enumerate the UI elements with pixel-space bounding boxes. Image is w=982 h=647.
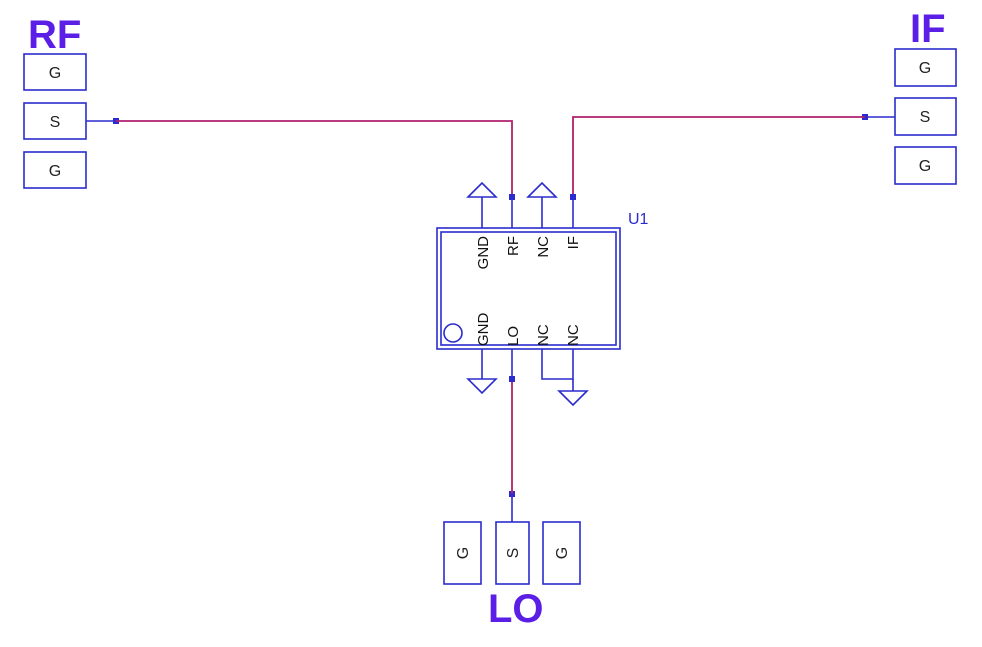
nc-down-triangle-symbol	[557, 390, 589, 407]
if-pad-ground-top[interactable]	[894, 48, 957, 87]
gnd-up-triangle-symbol	[466, 181, 498, 198]
pin-label-top-nc: NC	[535, 236, 552, 258]
lo-pad-ground-right[interactable]	[542, 521, 581, 585]
if-pad-signal-label: S	[920, 109, 931, 126]
lo-pin-node	[509, 376, 515, 382]
rf-pad-signal-label: S	[50, 114, 61, 131]
component-ref-label: U1	[628, 211, 649, 228]
mixer-component-u1[interactable]: U1 GND RF NC IF GND LO NC NC	[436, 181, 649, 407]
pin-label-bottom-lo: LO	[505, 326, 522, 346]
rf-port-title: RF	[28, 13, 81, 57]
rf-port: RF G S G	[23, 13, 119, 189]
pin-label-top-rf: RF	[505, 236, 522, 256]
pin-label-bottom-gnd: GND	[475, 313, 492, 347]
if-net-wire[interactable]	[572, 116, 865, 197]
lo-pad-signal-label: S	[505, 548, 522, 559]
lo-port-title: LO	[488, 587, 544, 631]
rf-net-wire[interactable]	[116, 120, 513, 197]
pin-label-top-if: IF	[565, 236, 582, 249]
rf-pad-ground-top[interactable]	[23, 53, 87, 91]
rf-pad-ground-bottom-label: G	[49, 163, 61, 180]
if-port: IF G S G	[862, 7, 957, 185]
lo-pad-ground-right-label: G	[554, 547, 571, 559]
gnd-down-triangle-symbol	[466, 378, 498, 395]
rf-pad-ground-top-label: G	[49, 65, 61, 82]
if-port-title: IF	[910, 7, 946, 51]
if-pad-ground-bottom[interactable]	[894, 146, 957, 185]
component-body-inner	[440, 231, 617, 346]
pin-label-bottom-nc-1: NC	[535, 324, 552, 346]
lo-port: G S G LO	[443, 491, 581, 631]
lo-pad-ground-left[interactable]	[443, 521, 482, 585]
pin-label-bottom-nc-2: NC	[565, 324, 582, 346]
nc-up-triangle-symbol	[526, 181, 558, 198]
nc-bottom-tie	[541, 349, 574, 380]
rf-pin-node	[509, 194, 515, 200]
if-pin-node	[570, 194, 576, 200]
component-body-outer	[436, 227, 621, 350]
if-pad-ground-bottom-label: G	[919, 158, 931, 175]
lo-pad-ground-left-label: G	[455, 547, 472, 559]
if-pad-ground-top-label: G	[919, 60, 931, 77]
pin-label-top-gnd: GND	[475, 236, 492, 270]
rf-pad-ground-bottom[interactable]	[23, 151, 87, 189]
pin-one-marker	[443, 323, 463, 343]
